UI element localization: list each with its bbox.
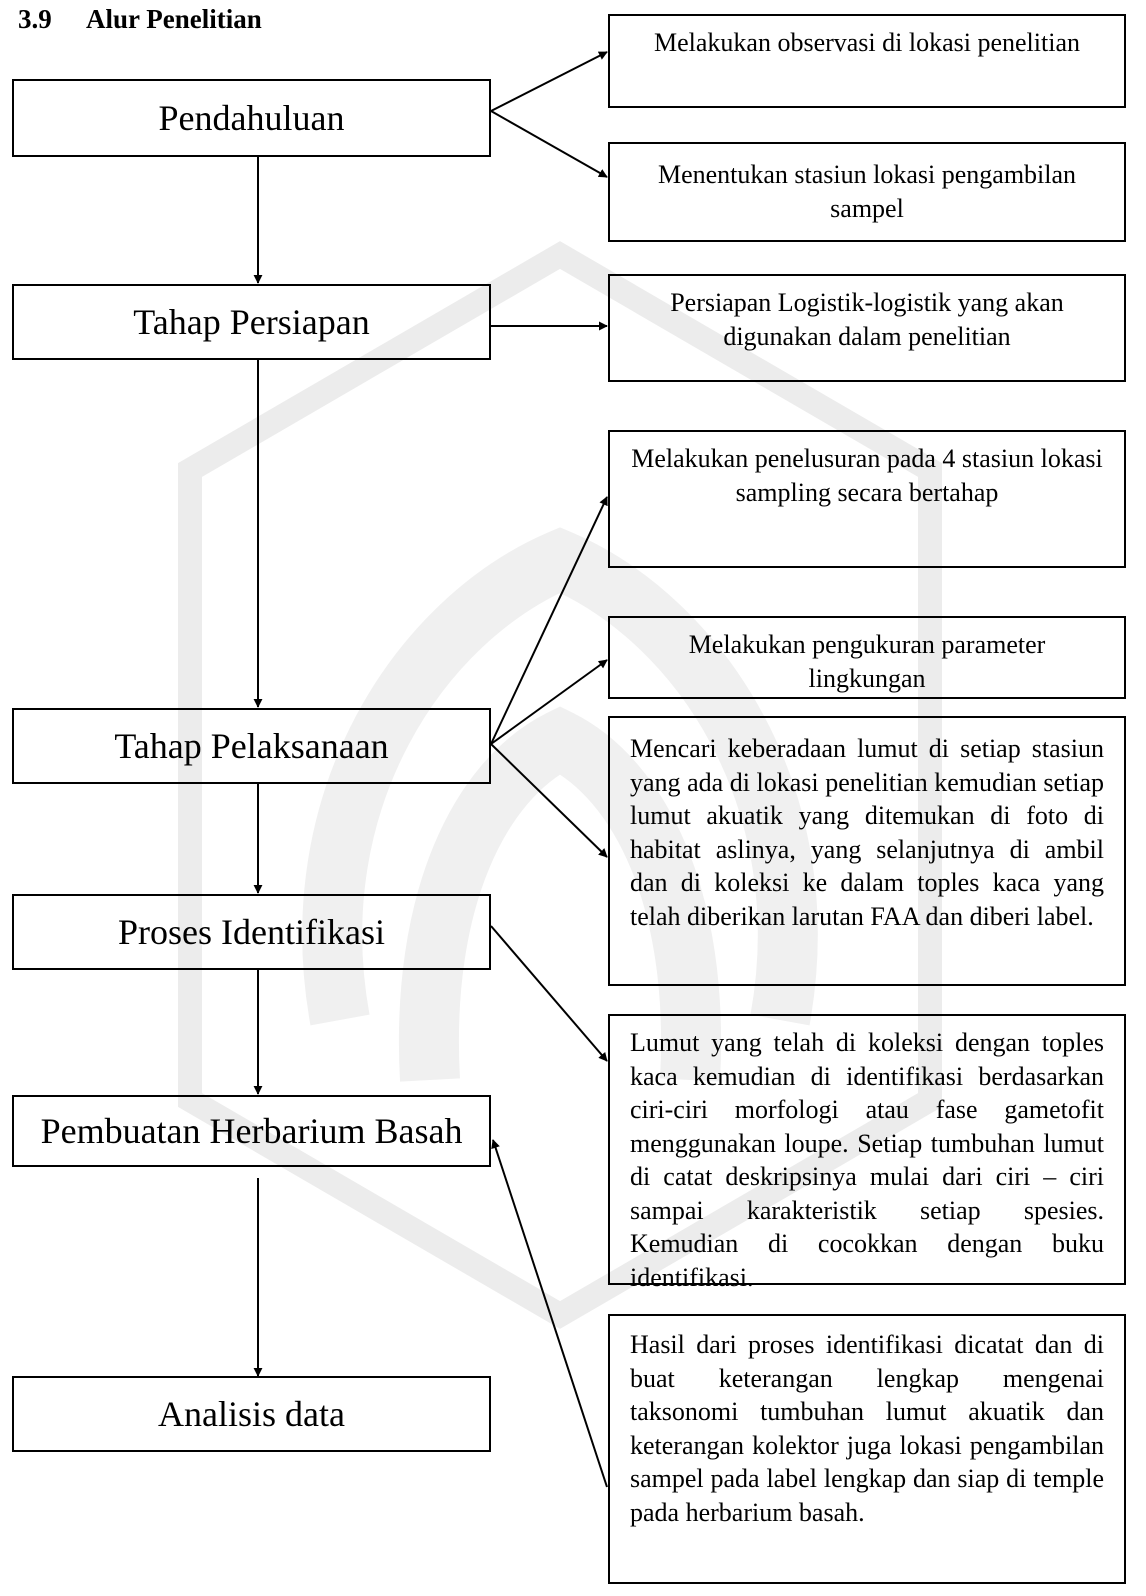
section-number: 3.9	[18, 4, 52, 34]
step-pendahuluan: Pendahuluan	[12, 79, 491, 157]
note-identifikasi-lumut: Lumut yang telah di koleksi dengan tople…	[608, 1014, 1126, 1292]
note-penelusuran-stasiun: Melakukan penelusuran pada 4 stasiun lok…	[608, 430, 1126, 568]
note-observasi: Melakukan observasi di lokasi penelitian	[608, 14, 1126, 108]
step-tahap-pelaksanaan: Tahap Pelaksanaan	[12, 708, 491, 784]
section-heading: 3.9 Alur Penelitian	[18, 4, 262, 35]
note-mencari-lumut: Mencari keberadaan lumut di setiap stasi…	[608, 716, 1126, 986]
arrow-pendahuluan-note2	[490, 110, 608, 178]
arrow-identifikasi-note7	[490, 925, 608, 1062]
note-hasil-identifikasi: Hasil dari proses identifikasi dicatat d…	[608, 1314, 1126, 1584]
arrow-pelaksanaan-note4	[490, 496, 608, 745]
note-persiapan-logistik: Persiapan Logistik-logistik yang akan di…	[608, 274, 1126, 382]
arrow-pelaksanaan-note6	[490, 743, 608, 858]
arrow-note8-herbarium	[491, 1139, 608, 1488]
note-menentukan-stasiun: Menentukan stasiun lokasi pengambilan sa…	[608, 142, 1126, 242]
step-tahap-persiapan: Tahap Persiapan	[12, 284, 491, 360]
step-proses-identifikasi: Proses Identifikasi	[12, 894, 491, 970]
note-pengukuran-parameter: Melakukan pengukuran parameter lingkunga…	[608, 616, 1126, 699]
arrow-pelaksanaan-note5	[490, 659, 608, 745]
step-analisis-data: Analisis data	[12, 1376, 491, 1452]
arrow-pendahuluan-note1	[490, 51, 608, 112]
step-pembuatan-herbarium-basah: Pembuatan Herbarium Basah	[12, 1095, 491, 1167]
section-title: Alur Penelitian	[86, 4, 262, 34]
